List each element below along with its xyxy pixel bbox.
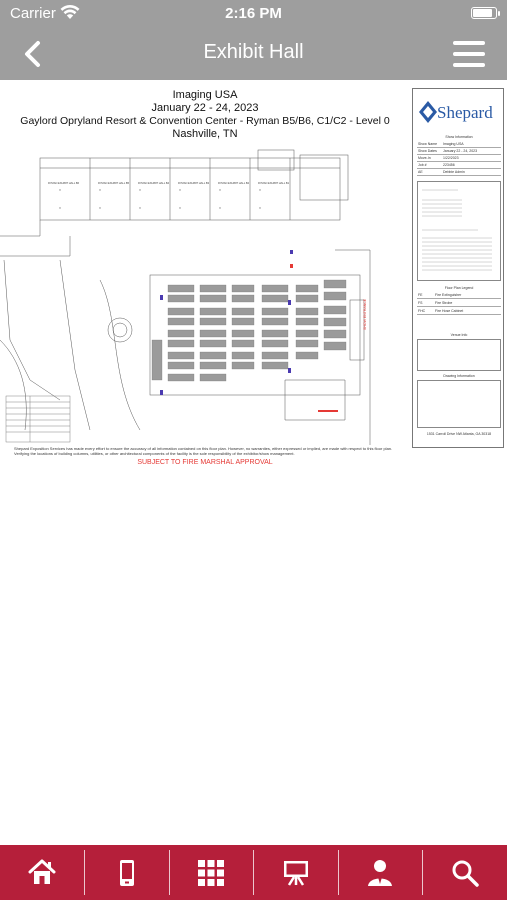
show-entrance-label: SHOW ENTRANCE bbox=[363, 298, 367, 330]
legend-value: Fire Extinguisher bbox=[435, 293, 462, 297]
hall-label: RYMAN EXHIBIT HALL B2 bbox=[218, 181, 250, 185]
legend-key: FS bbox=[418, 301, 423, 305]
floor-plan-viewer[interactable]: Imaging USA January 22 - 24, 2023 Gaylor… bbox=[0, 80, 507, 845]
tab-divider bbox=[338, 850, 339, 895]
title-block-panel: Shepard Show Information Show Name Imagin… bbox=[412, 88, 504, 448]
venue-city: Nashville, TN bbox=[172, 128, 238, 140]
show-info-key: Show Name bbox=[418, 142, 438, 146]
drawing-info-box bbox=[417, 380, 501, 428]
home-icon bbox=[28, 859, 56, 884]
bottom-tab-bar bbox=[0, 845, 507, 900]
hamburger-icon-bar bbox=[453, 52, 485, 56]
carrier-label: Carrier bbox=[10, 5, 56, 22]
show-info-key: Job # bbox=[418, 163, 427, 167]
legend-value: Fire Strobe bbox=[435, 301, 453, 305]
shepard-logo: Shepard bbox=[417, 95, 501, 129]
show-info-value: January 22 - 24, 2023 bbox=[443, 149, 478, 153]
legend-row: FS Fire Strobe bbox=[417, 300, 501, 307]
show-info-key: Move-In bbox=[418, 156, 431, 160]
person-icon bbox=[368, 860, 392, 886]
legend-title: Floor Plan Legend bbox=[444, 286, 474, 290]
hall-label: RYMAN EXHIBIT HALL B5 bbox=[98, 181, 130, 185]
battery-icon bbox=[471, 7, 500, 19]
show-info-row: AE Debbie Admin bbox=[417, 169, 501, 176]
venue-info-title: Venue Info bbox=[450, 333, 468, 337]
show-info-row: Show Name Imaging USA bbox=[417, 141, 501, 148]
status-bar: Carrier 2:16 PM bbox=[0, 0, 507, 28]
menu-button[interactable] bbox=[453, 41, 485, 67]
page-title: Exhibit Hall bbox=[203, 41, 304, 63]
booth-summary-table bbox=[422, 189, 492, 271]
back-button[interactable] bbox=[18, 38, 48, 70]
legend-row: FHC Fire Hose Cabinet bbox=[417, 308, 501, 315]
hall-label: RYMAN EXHIBIT HALL B3 bbox=[178, 181, 210, 185]
venue-name: Gaylord Opryland Resort & Convention Cen… bbox=[20, 115, 390, 127]
hamburger-icon-bar bbox=[453, 63, 485, 67]
show-info-key: AE bbox=[418, 170, 423, 174]
show-info-row: Show Dates January 22 - 24, 2023 bbox=[417, 148, 501, 155]
show-dates: January 22 - 24, 2023 bbox=[151, 102, 259, 114]
show-info-value: 1/22/2023 bbox=[443, 156, 459, 160]
battery-level bbox=[473, 9, 492, 17]
tab-presentation[interactable] bbox=[254, 845, 339, 900]
show-info-row: Job # 223456 bbox=[417, 162, 501, 169]
legend-row: FE Fire Extinguisher bbox=[417, 292, 501, 299]
show-info-row: Move-In 1/22/2023 bbox=[417, 155, 501, 162]
show-info-value: Imaging USA bbox=[443, 142, 464, 146]
legend-value: Fire Hose Cabinet bbox=[435, 309, 464, 313]
shepard-logo-text: Shepard bbox=[437, 103, 493, 122]
hall-label: RYMAN EXHIBIT HALL B6 bbox=[48, 181, 80, 185]
chevron-left-icon bbox=[25, 41, 40, 67]
show-info-title: Show Information bbox=[445, 135, 473, 139]
shepard-logo-mark-icon bbox=[419, 101, 437, 123]
tab-home[interactable] bbox=[0, 845, 85, 900]
phone-icon bbox=[119, 860, 134, 886]
tab-mobile[interactable] bbox=[85, 845, 170, 900]
floor-plan-sheet: Imaging USA January 22 - 24, 2023 Gaylor… bbox=[0, 80, 507, 480]
hall-label: RYMAN EXHIBIT HALL B1 bbox=[258, 181, 290, 185]
tab-search[interactable] bbox=[423, 845, 507, 900]
hall-label: RYMAN EXHIBIT HALL B4 bbox=[138, 181, 170, 185]
legend-key: FE bbox=[418, 293, 423, 297]
tab-grid[interactable] bbox=[169, 845, 254, 900]
legend-key: FHC bbox=[418, 309, 426, 313]
status-time: 2:16 PM bbox=[225, 5, 282, 22]
search-icon bbox=[452, 860, 479, 887]
floor-plan-drawing: SHOW ENTRANCE RYMAN EXHIBIT HALL B6 RYMA… bbox=[0, 149, 371, 445]
booth-summary-box bbox=[417, 181, 501, 281]
tab-divider bbox=[84, 850, 85, 895]
tab-divider bbox=[253, 850, 254, 895]
shepard-address: 1531 Carroll Drive NW Atlanta, GA 30318 bbox=[426, 432, 492, 436]
hamburger-icon bbox=[453, 41, 485, 45]
tab-divider bbox=[422, 850, 423, 895]
tab-speaker[interactable] bbox=[338, 845, 423, 900]
show-name: Imaging USA bbox=[172, 89, 238, 101]
venue-info-box bbox=[417, 339, 501, 371]
tab-divider bbox=[169, 850, 170, 895]
wifi-icon bbox=[60, 4, 80, 19]
show-info-value: Debbie Admin bbox=[443, 170, 465, 174]
navigation-bar: Exhibit Hall bbox=[0, 28, 507, 80]
presentation-icon bbox=[283, 861, 308, 886]
fire-marshal-notice: SUBJECT TO FIRE MARSHAL APPROVAL bbox=[137, 459, 273, 466]
drawing-info-title: Drawing Information bbox=[443, 374, 475, 378]
show-info-key: Show Dates bbox=[418, 149, 437, 153]
show-info-value: 223456 bbox=[443, 163, 455, 167]
disclaimer-text: Shepard Exposition Services has made eve… bbox=[14, 446, 393, 456]
grid-icon bbox=[198, 860, 224, 886]
